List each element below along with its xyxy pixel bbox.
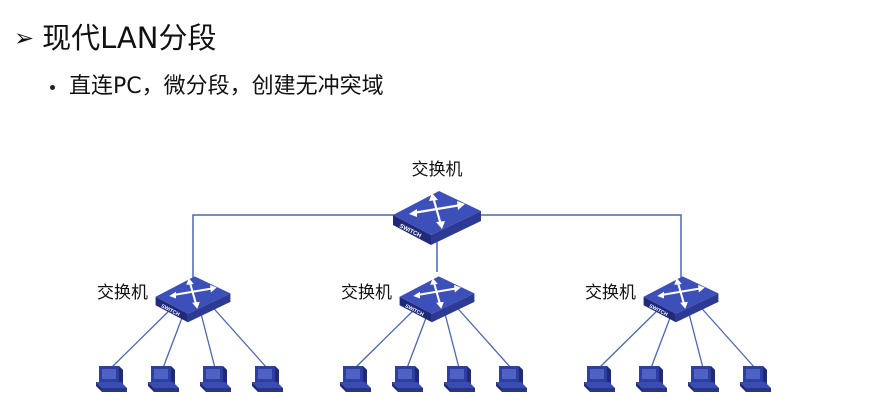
- arrow-bullet-icon: ➢: [14, 24, 35, 52]
- link-switch-to-pc: [207, 301, 268, 369]
- pc-icon: [584, 366, 615, 392]
- link-switch-to-pc: [695, 301, 756, 369]
- core-switch: 交换机 SWITCH: [393, 160, 481, 245]
- link-switch-to-pc: [110, 301, 179, 369]
- access-switch-group: 交换机 SWITCH: [96, 276, 283, 392]
- pc-icon: [392, 366, 423, 392]
- pc-icon: [96, 366, 127, 392]
- pc-icon: [252, 366, 283, 392]
- access-switch-group: 交换机 SWITCH: [584, 276, 771, 392]
- switch-icon: SWITCH: [155, 276, 231, 323]
- access-switch-group: 交换机 SWITCH: [340, 276, 527, 392]
- link-switch-to-pc: [598, 301, 667, 369]
- link-switch-to-pc: [451, 301, 512, 369]
- link-switch-to-pc: [354, 301, 423, 369]
- link-core-to-left: [192, 214, 395, 280]
- pc-icon: [496, 366, 527, 392]
- pc-icon: [636, 366, 667, 392]
- link-core-to-right: [479, 214, 682, 280]
- switch-icon: SWITCH: [399, 276, 475, 323]
- access-switch-label: 交换机: [97, 283, 148, 303]
- pc-icon: [688, 366, 719, 392]
- access-switch-label: 交换机: [585, 283, 636, 303]
- pc-icon: [148, 366, 179, 392]
- slide-title: 现代LAN分段: [42, 20, 217, 55]
- switch-icon: SWITCH: [393, 191, 481, 245]
- access-switch-label: 交换机: [341, 283, 392, 303]
- pc-icon: [740, 366, 771, 392]
- pc-icon: [444, 366, 475, 392]
- slide-heading: ➢ 现代LAN分段: [14, 16, 216, 60]
- bullet-text: 直连PC，微分段，创建无冲突域: [69, 74, 384, 99]
- bullet-point: 直连PC，微分段，创建无冲突域: [50, 70, 384, 104]
- bullet-dot-icon: [50, 84, 55, 90]
- core-switch-label: 交换机: [412, 160, 463, 180]
- pc-icon: [200, 366, 231, 392]
- pc-icon: [340, 366, 371, 392]
